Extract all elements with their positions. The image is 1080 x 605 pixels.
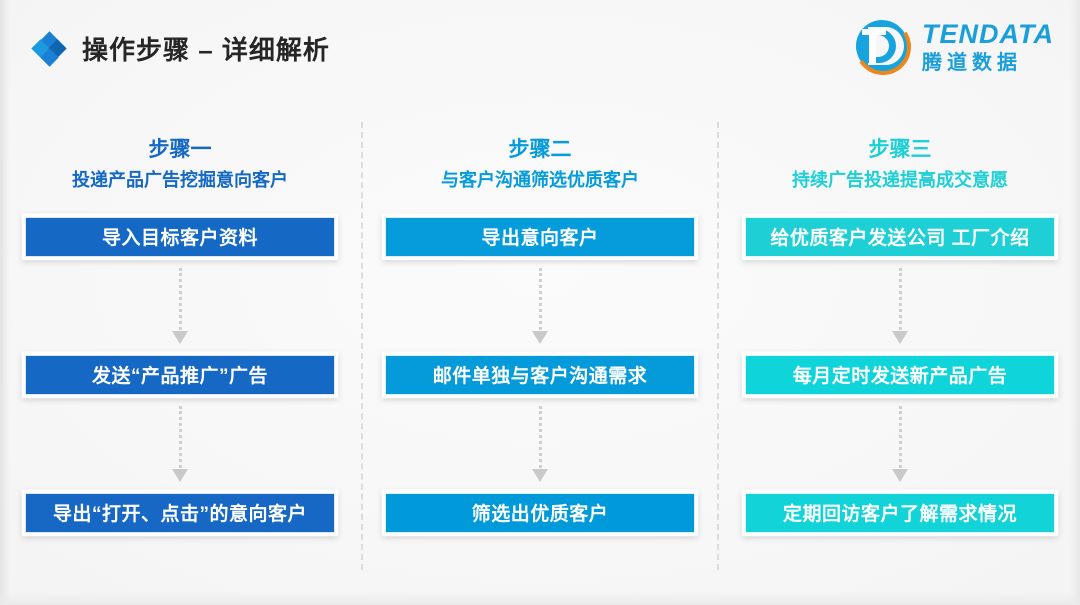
logo-t-bar-icon	[862, 29, 887, 35]
step-column-2: 步骤二 与客户沟通筛选优质客户 导出意向客户 邮件单独与客户沟通需求 筛选出优质…	[360, 132, 720, 582]
logo-d-hole-icon	[874, 35, 890, 57]
arrow-down-icon	[892, 330, 908, 344]
step3-node-3[interactable]: 定期回访客户了解需求情况	[742, 489, 1058, 536]
slide-edge-shade-right	[1070, 0, 1080, 605]
step-title-3: 步骤三	[868, 138, 932, 161]
slide-header: 操作步骤 – 详细解析 TENDATA 腾道数据	[0, 0, 1080, 96]
step2-node-1[interactable]: 导出意向客户	[382, 213, 698, 260]
step-column-1: 步骤一 投递产品广告挖掘意向客户 导入目标客户资料 发送“产品推广”广告 导出“…	[0, 132, 360, 582]
step-node-stack-1: 导入目标客户资料 发送“产品推广”广告 导出“打开、点击”的意向客户	[22, 213, 338, 536]
step2-node-2[interactable]: 邮件单独与客户沟通需求	[382, 351, 698, 398]
step1-connector-2	[22, 398, 338, 490]
logo-wordmark: TENDATA 腾道数据	[922, 19, 1054, 74]
step-node-stack-2: 导出意向客户 邮件单独与客户沟通需求 筛选出优质客户	[382, 213, 698, 536]
column-divider-1	[361, 122, 363, 570]
logo-text-cn: 腾道数据	[922, 52, 1023, 74]
connector-line	[178, 405, 182, 468]
step1-connector-1	[22, 260, 338, 352]
step1-node-3[interactable]: 导出“打开、点击”的意向客户	[22, 489, 338, 536]
logo-text-en: TENDATA	[922, 19, 1054, 49]
arrow-down-icon	[532, 468, 548, 482]
step1-node-2[interactable]: 发送“产品推广”广告	[22, 351, 338, 398]
step-subtitle-1: 投递产品广告挖掘意向客户	[72, 170, 288, 191]
step-node-stack-3: 给优质客户发送公司 工厂介绍 每月定时发送新产品广告 定期回访客户了解需求情况	[742, 213, 1058, 536]
arrow-down-icon	[532, 330, 548, 344]
tendata-circle-d-logo-icon	[849, 13, 917, 81]
step-subtitle-2: 与客户沟通筛选优质客户	[441, 170, 639, 191]
column-divider-2	[717, 122, 719, 570]
diamond-cluster-icon	[31, 30, 67, 67]
step1-node-1[interactable]: 导入目标客户资料	[22, 213, 338, 260]
step-title-1: 步骤一	[148, 138, 212, 161]
step-title-2: 步骤二	[508, 138, 572, 161]
step-subtitle-3: 持续广告投递提高成交意愿	[792, 170, 1008, 191]
step2-node-3[interactable]: 筛选出优质客户	[382, 489, 698, 536]
logo-orange-swoosh-icon	[849, 13, 917, 81]
arrow-down-icon	[172, 468, 188, 482]
logo-t-stem-icon	[869, 29, 877, 63]
step3-node-2[interactable]: 每月定时发送新产品广告	[742, 351, 1058, 398]
connector-line	[898, 267, 902, 330]
connector-line	[538, 267, 542, 330]
slide-edge-shade-bottom	[0, 591, 1080, 605]
connector-line	[898, 405, 902, 468]
steps-container: 步骤一 投递产品广告挖掘意向客户 导入目标客户资料 发送“产品推广”广告 导出“…	[0, 132, 1080, 582]
connector-line	[538, 405, 542, 468]
step-column-3: 步骤三 持续广告投递提高成交意愿 给优质客户发送公司 工厂介绍 每月定时发送新产…	[720, 132, 1080, 582]
tendata-logo: TENDATA 腾道数据	[849, 13, 1054, 81]
step2-connector-1	[382, 260, 698, 352]
page-title: 操作步骤 – 详细解析	[82, 35, 330, 65]
title-group: 操作步骤 – 详细解析	[31, 30, 330, 67]
arrow-down-icon	[172, 330, 188, 344]
arrow-down-icon	[892, 468, 908, 482]
step3-connector-1	[742, 260, 1058, 352]
step2-connector-2	[382, 398, 698, 490]
step3-connector-2	[742, 398, 1058, 490]
connector-line	[178, 267, 182, 330]
step3-node-1[interactable]: 给优质客户发送公司 工厂介绍	[742, 213, 1058, 260]
slide-edge-shade-left	[0, 0, 10, 605]
